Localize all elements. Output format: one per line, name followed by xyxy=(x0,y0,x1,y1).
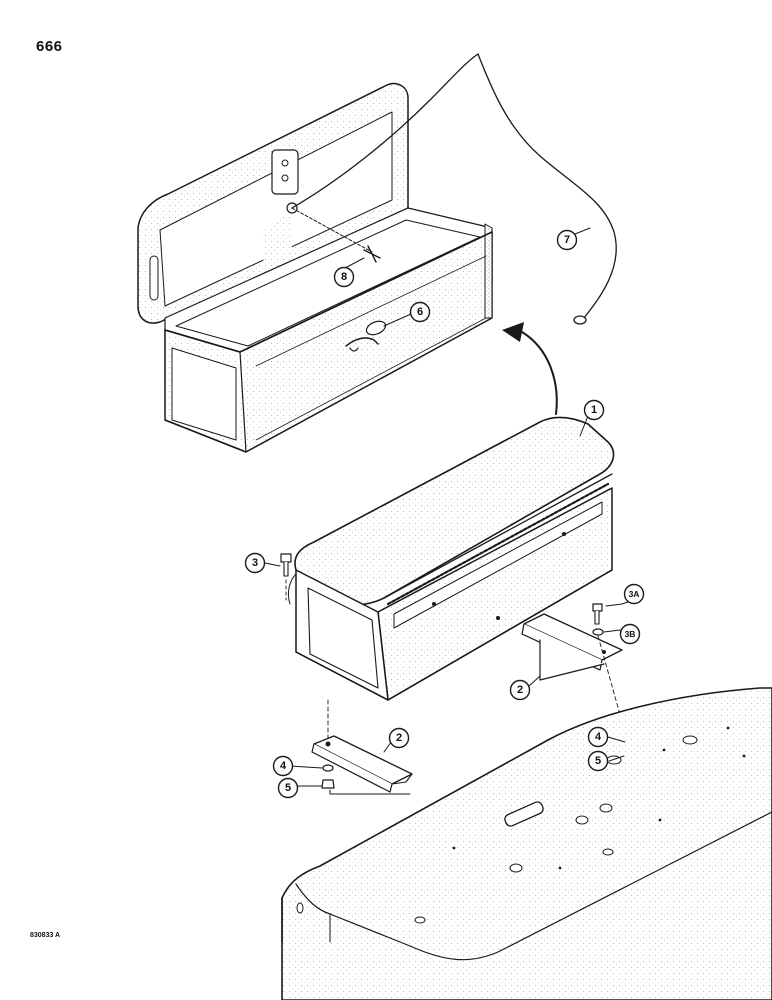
callout-label: 4 xyxy=(595,731,602,743)
callout-label: 7 xyxy=(564,234,570,246)
callout-4-left: 4 xyxy=(272,755,294,777)
callout-5-right: 5 xyxy=(587,750,609,772)
callout-label: 8 xyxy=(341,271,347,283)
washer-part-3B xyxy=(592,628,604,636)
open-tool-box xyxy=(137,82,493,453)
latch-part-6 xyxy=(345,320,387,352)
callout-2-right: 2 xyxy=(509,679,531,701)
bracket-left xyxy=(311,735,413,793)
callout-label: 3 xyxy=(252,557,258,569)
open-direction-arrow xyxy=(502,322,558,415)
callout-3A: 3A xyxy=(623,583,645,605)
callout-7: 7 xyxy=(556,229,578,251)
callout-label: 5 xyxy=(285,782,291,794)
page-number: 666 xyxy=(36,38,63,55)
callout-label: 3A xyxy=(629,589,640,599)
callout-1: 1 xyxy=(583,399,605,421)
cable-part-7 xyxy=(291,53,617,325)
callout-label: 5 xyxy=(595,755,601,767)
bolt-part-3 xyxy=(280,553,292,601)
callout-8: 8 xyxy=(333,266,355,288)
callout-3B: 3B xyxy=(619,623,641,645)
callout-6: 6 xyxy=(409,301,431,323)
callout-label: 4 xyxy=(280,760,287,772)
callout-3: 3 xyxy=(244,552,266,574)
callout-4-right: 4 xyxy=(587,726,609,748)
drawing-number: 830833 A xyxy=(30,932,61,939)
callout-2-left: 2 xyxy=(388,727,410,749)
callout-label: 2 xyxy=(517,684,523,696)
open-lid xyxy=(137,82,409,324)
callout-label: 3B xyxy=(625,629,636,639)
callout-label: 2 xyxy=(396,732,402,744)
washer-nut-left xyxy=(321,764,335,789)
callout-label: 6 xyxy=(417,306,423,318)
callout-label: 1 xyxy=(591,404,597,416)
bracket-right xyxy=(521,613,623,681)
bolt-part-3A xyxy=(592,603,603,625)
callout-5-left: 5 xyxy=(277,777,299,799)
machine-platform xyxy=(281,687,772,1000)
closed-tool-box xyxy=(287,416,615,701)
